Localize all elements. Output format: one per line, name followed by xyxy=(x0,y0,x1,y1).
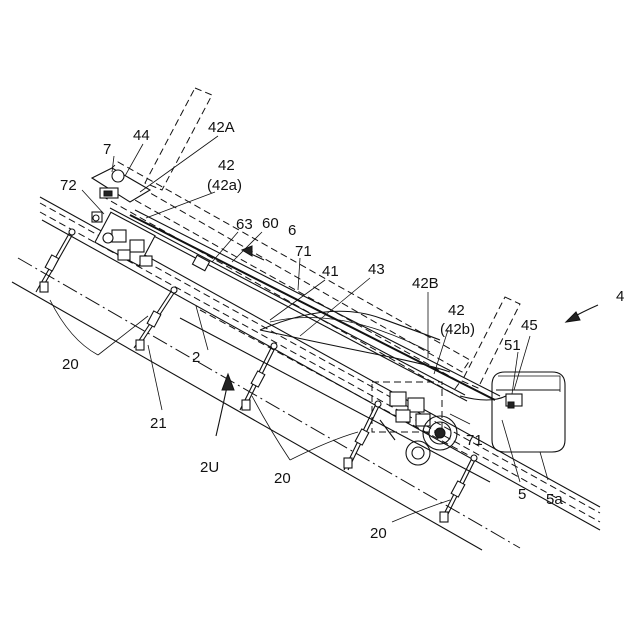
top-bracket xyxy=(92,168,150,202)
right-mechanism xyxy=(372,382,457,465)
label-5a: 5a xyxy=(546,491,563,508)
label-42a: (42a) xyxy=(207,177,242,194)
label-20-left: 20 xyxy=(62,356,79,373)
label-42A: 42A xyxy=(208,119,235,136)
label-20-bottom: 20 xyxy=(370,525,387,542)
label-42-mid: 42 xyxy=(448,302,465,319)
label-7: 7 xyxy=(103,141,111,158)
label-43: 43 xyxy=(368,261,385,278)
label-45: 45 xyxy=(521,317,538,334)
label-5: 5 xyxy=(518,486,526,503)
label-72: 72 xyxy=(60,177,77,194)
label-41: 41 xyxy=(322,263,339,280)
label-44: 44 xyxy=(133,127,150,144)
label-21: 21 xyxy=(150,415,167,432)
upper-arm xyxy=(145,88,520,388)
carrier-beam xyxy=(100,162,500,401)
label-42B: 42B xyxy=(412,275,439,292)
label-4: 4 xyxy=(616,288,624,305)
label-51: 51 xyxy=(504,337,521,354)
label-42-top: 42 xyxy=(218,157,235,174)
label-2U: 2U xyxy=(200,459,219,476)
label-60: 60 xyxy=(262,215,279,232)
label-6: 6 xyxy=(288,222,296,239)
label-63: 63 xyxy=(236,216,253,233)
label-71-bottom: 71 xyxy=(466,432,483,449)
label-2: 2 xyxy=(192,349,200,366)
label-42b: (42b) xyxy=(440,321,475,338)
label-20-mid: 20 xyxy=(274,470,291,487)
label-71-top: 71 xyxy=(295,243,312,260)
